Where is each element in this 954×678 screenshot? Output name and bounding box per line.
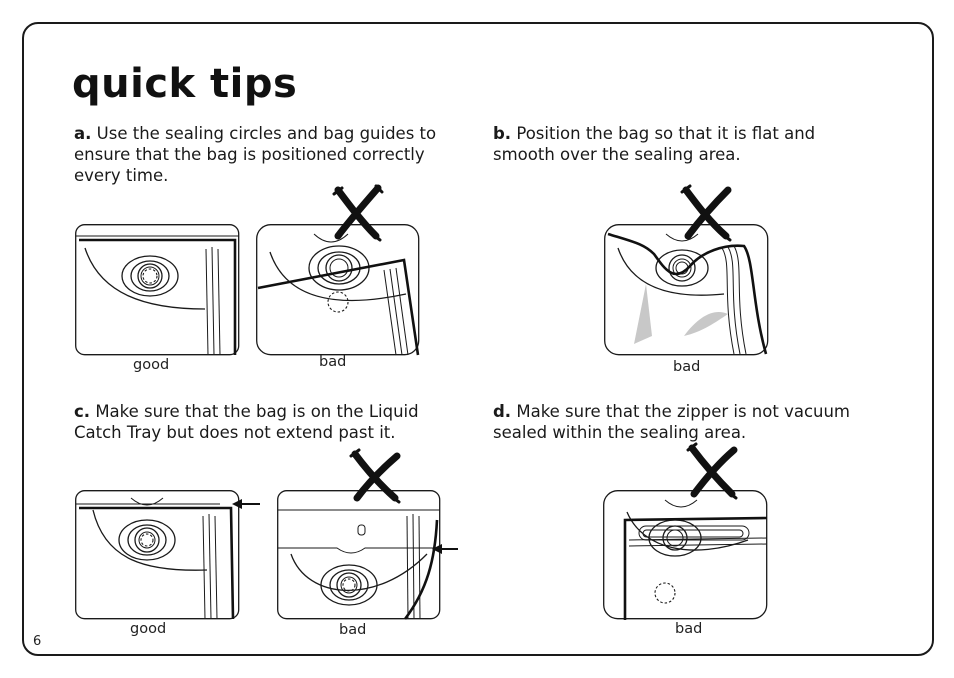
tip-c-body: Make sure that the bag is on the Liquid … <box>74 402 419 442</box>
tip-d-text: d. Make sure that the zipper is not vacu… <box>493 401 853 443</box>
page-title: quick tips <box>72 61 298 107</box>
tip-a-text: a. Use the sealing circles and bag guide… <box>74 123 446 186</box>
tip-d-letter: d. <box>493 402 512 421</box>
x-mark-icon <box>349 448 401 504</box>
tip-c-text: c. Make sure that the bag is on the Liqu… <box>74 401 446 443</box>
tip-d-body: Make sure that the zipper is not vacuum … <box>493 402 851 442</box>
tip-b-bad-caption: bad <box>673 359 701 375</box>
tip-a-good-illustration <box>75 224 240 356</box>
tip-b-body: Position the bag so that it is flat and … <box>493 124 816 164</box>
tip-c-bad-caption: bad <box>339 622 367 638</box>
tip-c-bad-illustration <box>277 490 441 620</box>
tip-a-bad-illustration <box>256 224 420 356</box>
x-mark-icon <box>332 184 384 242</box>
tip-a-good-caption: good <box>133 357 170 373</box>
tip-b-letter: b. <box>493 124 512 143</box>
tip-c-good-illustration <box>75 490 240 620</box>
tip-c-letter: c. <box>74 402 91 421</box>
arrow-left-icon <box>432 544 458 554</box>
tip-d-bad-illustration <box>603 490 768 620</box>
tip-d-bad-caption: bad <box>675 621 703 637</box>
tip-b-text: b. Position the bag so that it is flat a… <box>493 123 853 165</box>
tip-a-bad-caption: bad <box>319 354 347 370</box>
tip-a-letter: a. <box>74 124 92 143</box>
tip-a-body: Use the sealing circles and bag guides t… <box>74 124 437 185</box>
tip-b-bad-illustration <box>604 224 769 356</box>
x-mark-icon <box>686 442 738 500</box>
page-number: 6 <box>33 634 42 649</box>
page-border <box>22 22 934 656</box>
x-mark-icon <box>680 184 732 242</box>
arrow-left-icon <box>232 499 260 509</box>
tip-c-good-caption: good <box>130 621 167 637</box>
